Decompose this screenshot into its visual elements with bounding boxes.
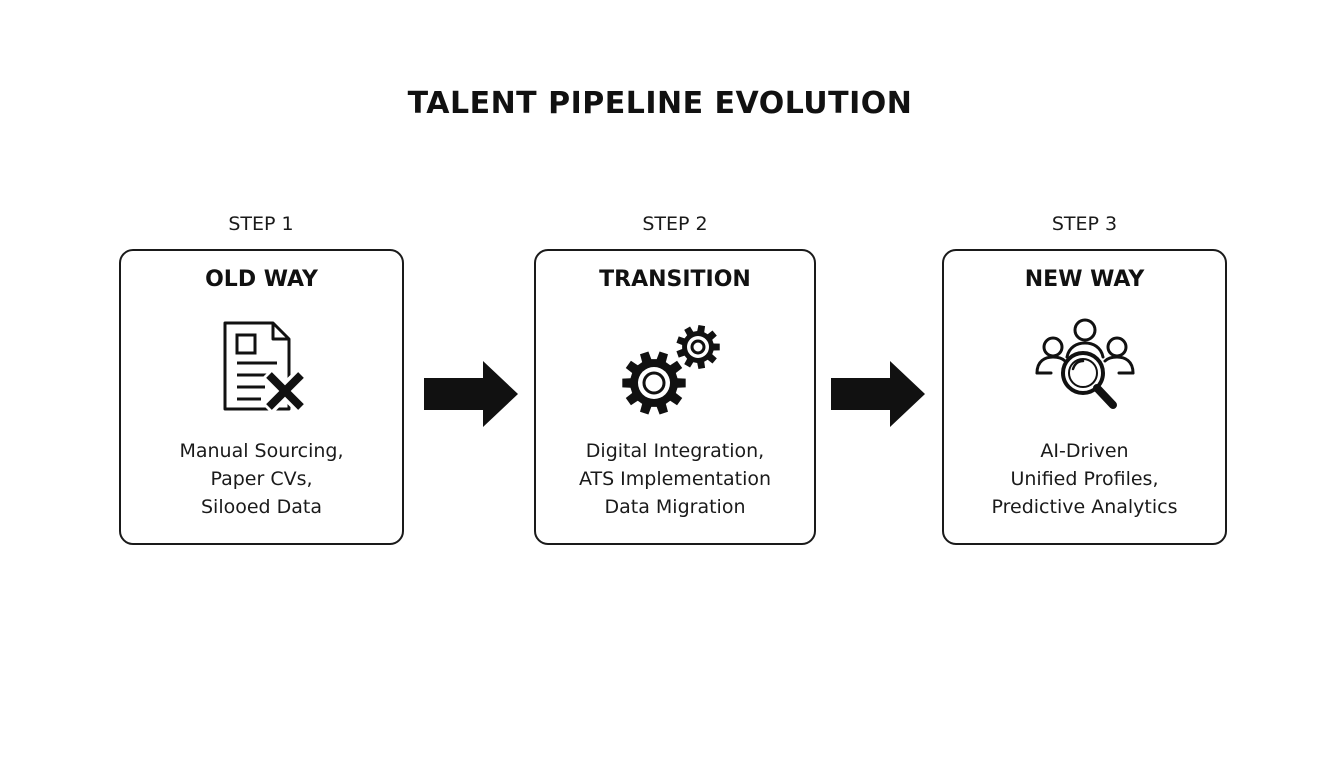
step-1-label: STEP 1 <box>228 213 294 235</box>
step-3-line: AI-Driven <box>1040 440 1129 462</box>
step-3-line: Predictive Analytics <box>991 496 1178 518</box>
gears-icon <box>620 323 730 423</box>
paper-document-x-icon <box>217 317 308 421</box>
people-magnifier-icon <box>1033 317 1137 421</box>
step-2-heading: TRANSITION <box>599 267 751 292</box>
step-3-description: AI-Driven Unified Profiles, Predictive A… <box>944 437 1225 521</box>
right-arrow-icon <box>830 360 926 432</box>
step-1-heading: OLD WAY <box>205 267 318 292</box>
step-1-line: Silooed Data <box>200 496 323 518</box>
step-2-box: TRANSITION Digital Integration, ATS Impl… <box>534 249 816 545</box>
step-1-line: Paper CVs, <box>210 468 313 490</box>
step-2-line: Digital Integration, <box>585 440 765 462</box>
page-title: TALENT PIPELINE EVOLUTION <box>407 86 913 121</box>
step-2-line: Data Migration <box>604 496 746 518</box>
step-3-line: Unified Profiles, <box>1010 468 1159 490</box>
step-1-description: Manual Sourcing, Paper CVs, Silooed Data <box>121 437 402 521</box>
step-2-description: Digital Integration, ATS Implementation … <box>536 437 814 521</box>
step-2-line: ATS Implementation <box>578 468 772 490</box>
step-1-line: Manual Sourcing, <box>179 440 344 462</box>
step-3-label: STEP 3 <box>1051 213 1118 235</box>
step-3-box: NEW WAY AI-Driven Unified Profiles, Pred… <box>942 249 1227 545</box>
step-1-box: OLD WAY Manual Sourcing, Paper CVs, Silo… <box>119 249 404 545</box>
step-2-label: STEP 2 <box>642 213 708 235</box>
right-arrow-icon <box>423 360 519 432</box>
step-3-heading: NEW WAY <box>1024 267 1145 292</box>
